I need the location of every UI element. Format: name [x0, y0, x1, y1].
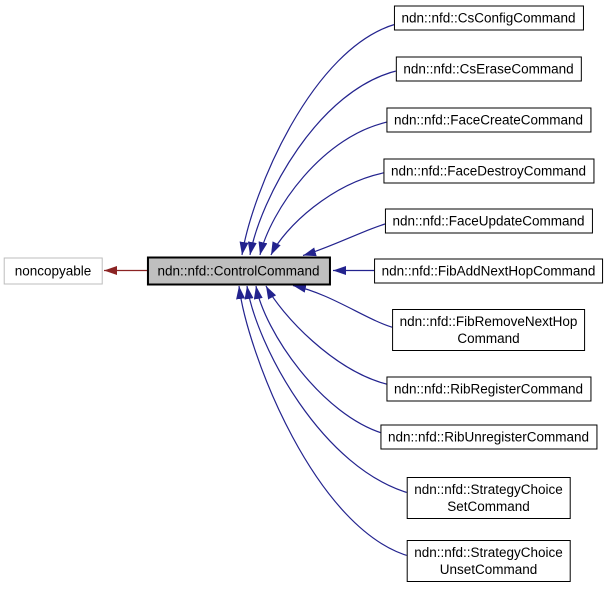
node-ribunregistercommand[interactable]: ndn::nfd::RibUnregisterCommand: [379, 424, 598, 450]
edge-facecreatecommand-to-controlcommand: [258, 120, 393, 256]
node-csconfigcommand[interactable]: ndn::nfd::CsConfigCommand: [393, 5, 584, 30]
edge-fibremovenexthopcommand-to-controlcommand: [292, 283, 396, 329]
node-facedestroycommand[interactable]: ndn::nfd::FaceDestroyCommand: [382, 158, 595, 183]
edge-csconfigcommand-to-controlcommand: [239, 23, 397, 256]
node-fibremovenexthopcommand[interactable]: ndn::nfd::FibRemoveNextHop Command: [391, 309, 586, 351]
edge-cserasecommand-to-controlcommand: [247, 69, 401, 256]
edge-faceupdatecommand-to-controlcommand: [302, 221, 393, 257]
node-facecreatecommand[interactable]: ndn::nfd::FaceCreateCommand: [385, 107, 592, 132]
node-controlcommand: ndn::nfd::ControlCommand: [146, 256, 331, 285]
node-ribregistercommand[interactable]: ndn::nfd::RibRegisterCommand: [385, 376, 592, 401]
edge-strategychoicesetcommand-to-controlcommand: [244, 285, 413, 495]
node-faceupdatecommand[interactable]: ndn::nfd::FaceUpdateCommand: [384, 208, 593, 233]
edge-ribregistercommand-to-controlcommand: [265, 285, 391, 386]
edge-strategychoiceunsetcommand-to-controlcommand: [236, 285, 413, 558]
node-cserasecommand[interactable]: ndn::nfd::CsEraseCommand: [395, 56, 582, 81]
node-strategychoiceunsetcommand[interactable]: ndn::nfd::StrategyChoice UnsetCommand: [406, 540, 571, 582]
edge-ribunregistercommand-to-controlcommand: [253, 285, 386, 435]
edge-facedestroycommand-to-controlcommand: [270, 171, 389, 256]
node-strategychoicesetcommand[interactable]: ndn::nfd::StrategyChoice SetCommand: [406, 476, 571, 519]
node-fibaddnexthopcommand[interactable]: ndn::nfd::FibAddNextHopCommand: [373, 258, 604, 283]
node-noncopyable: noncopyable: [3, 257, 103, 284]
